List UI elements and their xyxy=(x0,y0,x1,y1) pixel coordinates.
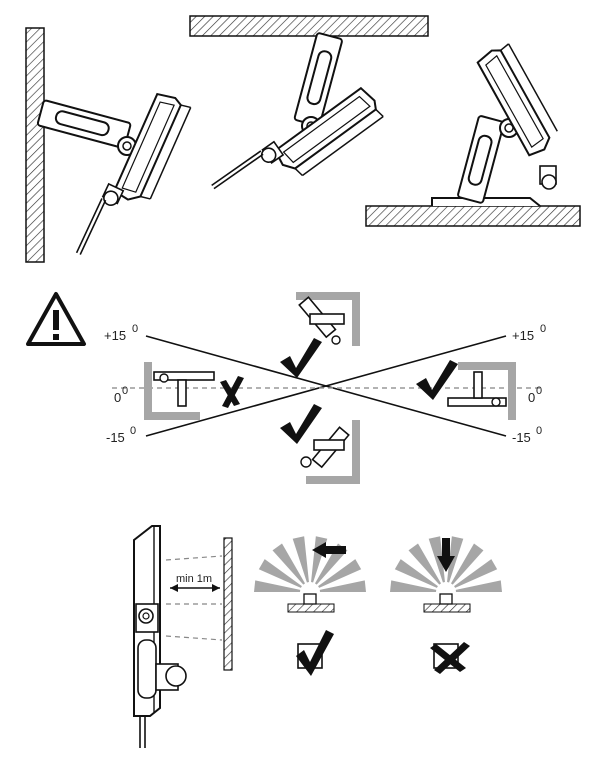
sensor-beam-segment xyxy=(451,543,484,585)
sensor-beam-segment xyxy=(447,536,464,583)
angle-text: -15 xyxy=(106,430,125,445)
angle-text: -15 xyxy=(512,430,531,445)
angle-limit-lines xyxy=(112,335,540,437)
position-left-not-allowed xyxy=(144,362,215,420)
correct-orientation-check xyxy=(296,630,334,676)
clearance-lines xyxy=(165,555,223,641)
floodlight xyxy=(476,43,558,157)
degree-sign: 0 xyxy=(132,323,138,335)
sensor-beam-segment xyxy=(428,536,445,583)
cross-icon xyxy=(434,642,470,674)
check-icon xyxy=(280,338,322,378)
position-bottom-allowed xyxy=(300,420,360,484)
degree-sign: 0 xyxy=(536,385,542,397)
sensor-beam-segment xyxy=(292,536,309,583)
arrow-left-icon xyxy=(312,542,346,558)
angle-label-plus15-right: +15 0 xyxy=(512,323,546,343)
angle-label-minus15-right: -15 0 xyxy=(512,425,542,445)
degree-sign: 0 xyxy=(130,425,136,437)
ceiling-mount-illustration xyxy=(189,15,429,223)
sensor-beam-segment xyxy=(455,580,502,592)
degree-sign: 0 xyxy=(540,323,546,335)
sensor-beam-segment xyxy=(454,559,498,588)
obstacle-wall xyxy=(223,537,233,671)
sensor-beam-segment xyxy=(318,559,362,588)
angle-text: 0 xyxy=(114,390,121,405)
angle-label-zero-left: 0 0 xyxy=(114,385,128,405)
wall-mount-illustration xyxy=(25,27,195,273)
angle-label-minus15-left: -15 0 xyxy=(106,425,136,445)
clearance-label: min 1m xyxy=(176,573,212,585)
check-icon xyxy=(296,630,334,676)
sensor-beam-segment xyxy=(408,543,441,585)
sensor-beam-segment xyxy=(254,580,301,592)
motion-sensor xyxy=(539,165,557,190)
position-top-allowed xyxy=(296,292,360,346)
bracket-arm xyxy=(293,32,343,127)
sensor-beam-segment xyxy=(272,543,305,585)
sensor-base-correct xyxy=(287,593,335,613)
angle-label-zero-right: 0 0 xyxy=(528,385,542,405)
position-right-allowed xyxy=(447,362,516,420)
wrong-orientation-cross xyxy=(430,642,470,674)
sensor-beam-segment xyxy=(394,559,438,588)
degree-sign: 0 xyxy=(536,425,542,437)
check-icon xyxy=(280,404,322,444)
bracket-arm xyxy=(457,115,505,204)
sensor-beam-segment xyxy=(258,559,302,588)
angle-text: +15 xyxy=(104,328,126,343)
angle-text: +15 xyxy=(512,328,534,343)
floor-mount-illustration xyxy=(365,43,581,227)
sensor-beam-segment xyxy=(390,580,437,592)
degree-sign: 0 xyxy=(122,385,128,397)
angle-label-plus15-left: +15 0 xyxy=(104,323,138,343)
sensor-base-wrong xyxy=(423,593,471,613)
sensor-fan-correct xyxy=(254,536,366,592)
check-icon xyxy=(416,360,458,400)
warning-triangle-icon xyxy=(26,292,86,346)
sensor-fan-wrong xyxy=(390,536,502,592)
angle-text: 0 xyxy=(528,390,535,405)
bracket-arm xyxy=(36,99,132,149)
sensor-beam-segment xyxy=(319,580,366,592)
cross-icon xyxy=(220,376,244,408)
arrow-down-icon xyxy=(437,538,455,572)
side-view-lamp xyxy=(133,525,187,748)
